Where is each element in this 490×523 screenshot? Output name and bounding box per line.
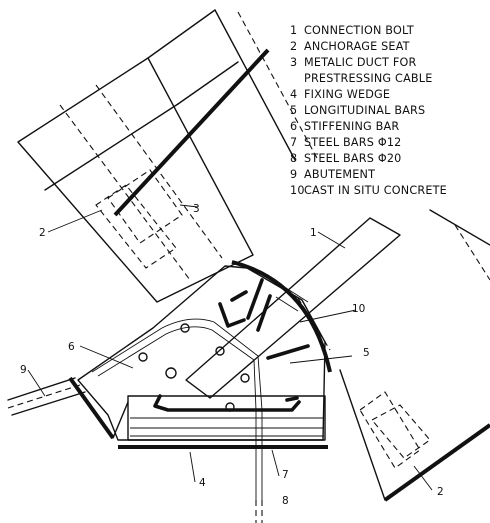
legend-item: 8 STEEL BARS Φ20 <box>290 152 401 165</box>
legend-text: STEEL BARS Φ12 <box>304 136 401 149</box>
legend-num: 8 <box>290 152 297 165</box>
lower-right-beam <box>339 209 490 502</box>
legend-num: 2 <box>290 40 297 53</box>
legend-text: ANCHORAGE SEAT <box>304 40 410 53</box>
callout-labels: 1 2 2 3 4 5 6 7 8 9 10 <box>20 203 444 507</box>
upper-inclined-beam <box>17 9 319 303</box>
callout-4: 4 <box>199 477 206 489</box>
legend-num: 10 <box>290 184 305 197</box>
legend-text: LONGITUDINAL BARS <box>304 104 425 117</box>
legend-text: METALIC DUCT FOR <box>304 56 416 69</box>
legend-num: 9 <box>290 168 297 181</box>
legend-text: CAST IN SITU CONCRETE <box>304 184 447 197</box>
callout-10: 10 <box>352 303 365 315</box>
legend-item: 9 ABUTEMENT <box>290 168 375 181</box>
callout-8: 8 <box>282 495 289 507</box>
legend-num: 1 <box>290 24 297 37</box>
callout-2-lower: 2 <box>437 486 444 498</box>
legend-text: FIXING WEDGE <box>304 88 390 101</box>
abutment-left <box>7 376 129 440</box>
leader-lines <box>27 204 433 491</box>
legend-item: PRESTRESSING CABLE <box>304 72 433 85</box>
concrete-node <box>77 260 332 449</box>
legend-text: ABUTEMENT <box>304 168 375 181</box>
legend-text: CONNECTION BOLT <box>304 24 414 37</box>
legend-num: 7 <box>290 136 297 149</box>
legend-item: 10 CAST IN SITU CONCRETE <box>290 184 447 197</box>
reinforcement <box>91 278 310 523</box>
callout-2-upper: 2 <box>39 227 46 239</box>
callout-7: 7 <box>282 469 289 481</box>
callout-1: 1 <box>310 227 317 239</box>
callout-6: 6 <box>68 341 75 353</box>
legend-num: 6 <box>290 120 297 133</box>
connection-bolt <box>185 217 401 399</box>
callout-5: 5 <box>363 347 370 359</box>
legend-text: PRESTRESSING CABLE <box>304 72 433 85</box>
anchorage-seat-upper <box>95 169 183 269</box>
legend-item: 1 CONNECTION BOLT <box>290 24 414 37</box>
callout-9: 9 <box>20 364 27 376</box>
callout-3: 3 <box>193 203 200 215</box>
legend-num: 3 <box>290 56 297 69</box>
legend-item: 4 FIXING WEDGE <box>290 88 390 101</box>
legend-num: 5 <box>290 104 297 117</box>
longitudinal-bars <box>138 323 250 412</box>
legend-num: 4 <box>290 88 297 101</box>
legend-item: 6 STIFFENING BAR <box>290 120 399 133</box>
legend-item: 7 STEEL BARS Φ12 <box>290 136 401 149</box>
legend-item: 5 LONGITUDINAL BARS <box>290 104 425 117</box>
legend-text: STEEL BARS Φ20 <box>304 152 401 165</box>
legend: 1 CONNECTION BOLT 2 ANCHORAGE SEAT 3 MET… <box>290 24 447 197</box>
legend-item: 2 ANCHORAGE SEAT <box>290 40 410 53</box>
legend-item: 3 METALIC DUCT FOR <box>290 56 416 69</box>
legend-text: STIFFENING BAR <box>304 120 399 133</box>
